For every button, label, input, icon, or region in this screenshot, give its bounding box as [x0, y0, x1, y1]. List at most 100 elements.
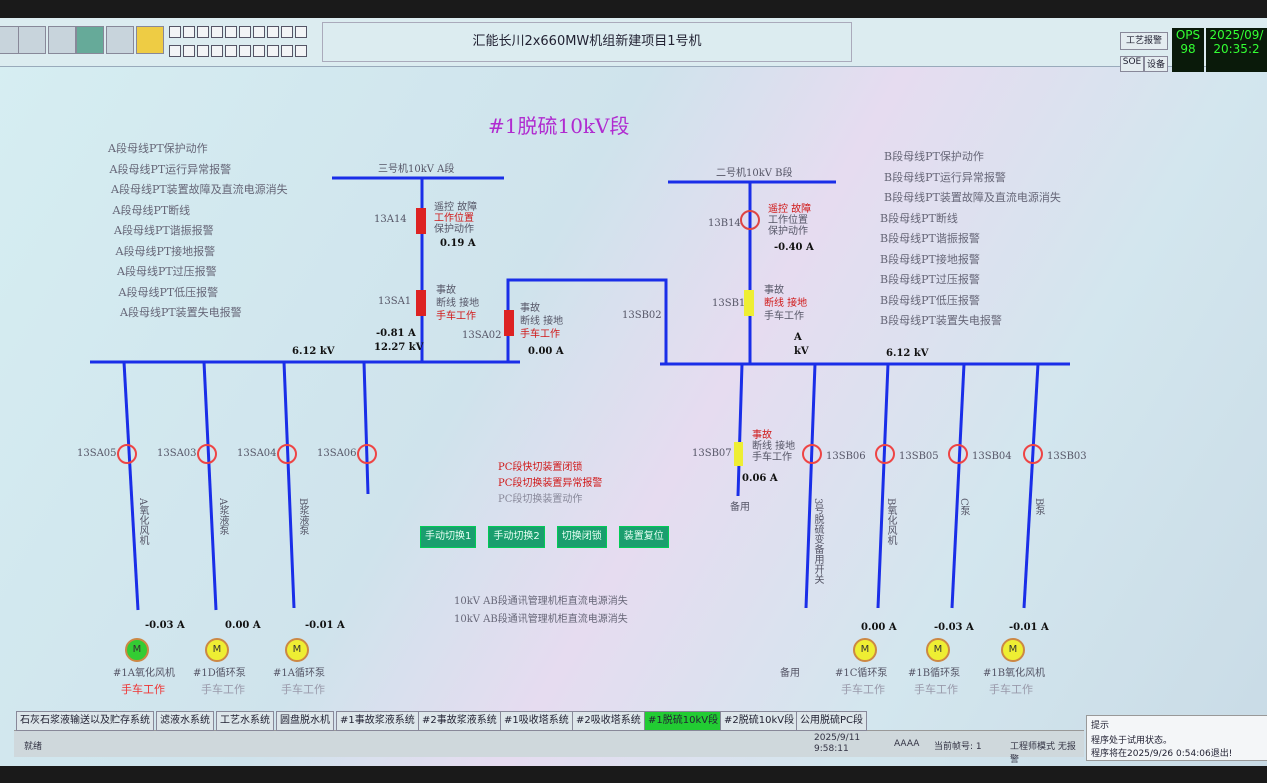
feeder-load-label: B泵 [1033, 498, 1044, 516]
page-title: #1脱硫10kV段 [488, 114, 630, 138]
alarm-item: A段母线PT保护动作 [108, 142, 208, 155]
tab-1[interactable]: 滤液水系统 [156, 711, 214, 731]
message-icon[interactable] [136, 26, 164, 54]
manual-switch-2-button[interactable]: 手动切换2 [488, 526, 545, 548]
current-unit: A [794, 332, 802, 343]
breaker-status: 事故断线 接地手车工作 [436, 285, 480, 322]
motor-icon[interactable]: M [1001, 638, 1025, 662]
device-reset-button[interactable]: 装置复位 [618, 526, 669, 548]
motor-state: 手车工作 [281, 683, 325, 696]
window-title: 汇能长川2x660MW机组新建项目1号机 [322, 22, 852, 62]
breaker-label: 13A14 [374, 214, 407, 225]
settings-icon[interactable] [106, 26, 134, 54]
current-value: -0.03 A [145, 620, 185, 631]
feeder-breaker-label: 13SB04 [972, 451, 1012, 462]
device-button[interactable]: 设备 [1144, 56, 1168, 72]
breaker-label: 13SA02 [462, 330, 502, 341]
motor-label: #1B氧化风机 [983, 668, 1046, 679]
switch-lock-button[interactable]: 切换闭锁 [556, 526, 607, 548]
tab-3[interactable]: 圆盘脱水机 [276, 711, 334, 731]
breaker-status: 事故断线 接地手车工作 [520, 303, 564, 340]
breaker-status: 事故断线 接地手车工作 [752, 430, 795, 463]
status-user: AAAA [894, 739, 920, 749]
alarm-item: A段母线PT谐振报警 [114, 224, 214, 237]
motor-icon[interactable]: M [285, 638, 309, 662]
trial-popup: 提示 程序处于试用状态。 程序将在2025/9/26 0:54:06退出! [1086, 715, 1267, 761]
single-line-diagram [90, 176, 1070, 611]
bus-b-source-label: 二号机10kV B段 [716, 168, 793, 179]
status-squares [168, 24, 318, 62]
feeder-breaker-label: 13SA06 [317, 448, 357, 459]
tab-10[interactable]: 公用脱硫PC段 [796, 711, 868, 731]
feeder-load-label: C泵 [958, 498, 969, 516]
clock: 2025/09/20:35:2 [1206, 28, 1267, 72]
feeder-load-label: A氧化风机 [137, 498, 148, 546]
breaker-label: 13SB1 [712, 298, 746, 309]
status-line: 事故 [752, 430, 772, 441]
alarm-item: A段母线PT接地报警 [115, 244, 216, 258]
motor-icon[interactable]: M [205, 638, 229, 662]
feeder-breaker-label: 13SB03 [1047, 451, 1087, 462]
motor-icon[interactable]: M [853, 638, 877, 662]
motor-label: #1D循环泵 [193, 668, 246, 679]
switch-buttons: 手动切换1 手动切换2 切换闭锁 装置复位 [420, 526, 669, 548]
manual-switch-1-button[interactable]: 手动切换1 [420, 526, 477, 548]
motor-label: #1C循环泵 [835, 668, 888, 679]
tab-9[interactable]: #2脱硫10kV段 [720, 711, 799, 731]
tab-5[interactable]: #2事故浆液系统 [418, 711, 501, 731]
process-alarm-button[interactable]: 工艺报警 [1120, 32, 1168, 50]
breaker-13B14 [740, 210, 760, 230]
voltage-value: 12.27 kV [374, 342, 424, 353]
alarm-item: B段母线PT接地报警 [880, 252, 980, 266]
breaker-status: 事故断线 接地手车工作 [764, 285, 808, 322]
tab-0[interactable]: 石灰石浆液输送以及贮存系统 [16, 711, 154, 731]
network-icon[interactable] [76, 26, 104, 54]
alarm-item: B段母线PT保护动作 [884, 150, 984, 163]
alarm-item: B段母线PT装置失电报警 [880, 314, 1002, 327]
soe-button[interactable]: SOE [1120, 56, 1144, 72]
breaker-13SB1 [744, 290, 754, 316]
current-value: 0.00 A [861, 622, 897, 633]
tab-6[interactable]: #1吸收塔系统 [500, 711, 573, 731]
feeder-breaker-label: 13SB06 [826, 451, 866, 462]
motor-state: 手车工作 [201, 683, 245, 696]
breaker-status: 遥控 故障工作位置保护动作 [434, 202, 478, 235]
current-value: -0.40 A [774, 242, 814, 253]
motor-label: #1A循环泵 [273, 668, 325, 679]
motor-icon[interactable]: M [926, 638, 950, 662]
feeder-breaker-label: 13SA03 [157, 448, 197, 459]
motor-icon[interactable]: M [125, 638, 149, 662]
export-icon[interactable] [48, 26, 76, 54]
motor-label: #1B循环泵 [908, 668, 961, 679]
status-ready: 就绪 [24, 742, 43, 752]
alarm-item: A段母线PT低压报警 [118, 285, 219, 299]
feeder-load-label: 3号脱硫变备用开关 [812, 498, 823, 585]
tab-8[interactable]: #1脱硫10kV段 [644, 711, 723, 731]
feeder-load-label: B浆液泵 [297, 498, 308, 536]
feeder-load-label: B氧化风机 [885, 498, 896, 546]
alarm-item: A段母线PT运行异常报警 [109, 162, 232, 176]
toolbar-icon[interactable] [18, 26, 46, 54]
breaker-13SA1 [416, 290, 426, 316]
alarm-item: B段母线PT运行异常报警 [884, 170, 1006, 184]
feeder-breaker-label: 13SA05 [77, 448, 117, 459]
breaker-label: 13SB02 [622, 310, 662, 321]
current-value: 0.06 A [742, 473, 778, 484]
alarm-item: B段母线PT断线 [880, 211, 958, 225]
feeder-breaker-label: 13SB07 [692, 448, 732, 459]
withdrawn-breakers [117, 444, 1043, 464]
tab-2[interactable]: 工艺水系统 [216, 711, 274, 731]
tab-7[interactable]: #2吸收塔系统 [572, 711, 645, 731]
tab-4[interactable]: #1事故浆液系统 [336, 711, 419, 731]
alarm-item: B段母线PT低压报警 [880, 293, 980, 307]
status-line: 断线 接地 [752, 441, 796, 452]
breaker-status: 遥控 故障工作位置保护动作 [768, 204, 812, 237]
